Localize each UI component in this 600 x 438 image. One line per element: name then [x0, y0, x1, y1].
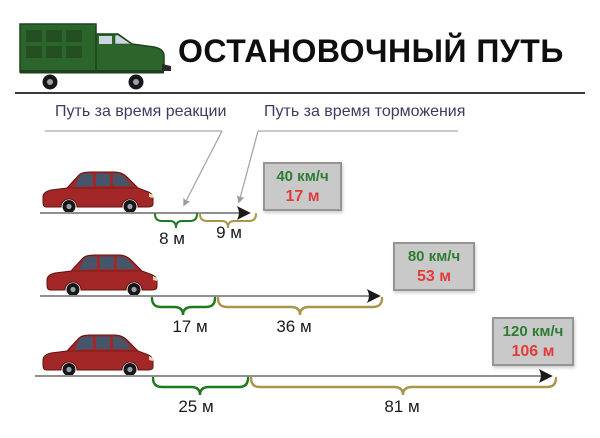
page-title: ОСТАНОВОЧНЫЙ ПУТЬ — [178, 33, 564, 69]
reaction-distance-label: 17 м — [172, 317, 208, 336]
car-icon — [42, 334, 154, 377]
braking-distance-label: 36 м — [276, 317, 312, 336]
speed-value: 120 км/ч — [502, 322, 564, 340]
reaction-leader-line — [183, 130, 223, 207]
speed-value: 40 км/ч — [276, 167, 329, 185]
truck-icon — [19, 23, 172, 91]
reaction-brace-row2 — [150, 296, 217, 316]
speed-value: 80 км/ч — [407, 247, 461, 265]
speed-box-80: 80 км/ч 53 м — [393, 242, 475, 291]
total-distance-value: 53 м — [416, 267, 452, 285]
speed-box-40: 40 км/ч 17 м — [263, 162, 342, 211]
legend-leader-lines — [45, 130, 458, 207]
car-icon — [42, 171, 154, 214]
total-distance-value: 106 м — [511, 342, 555, 360]
braking-distance-label: 81 м — [384, 397, 420, 416]
reaction-distance-label: 8 м — [159, 229, 185, 248]
braking-distance-legend: Путь за время торможения — [264, 103, 466, 120]
braking-brace-row2 — [216, 296, 384, 316]
braking-brace-row1 — [199, 213, 257, 229]
reaction-distance-label: 25 м — [178, 397, 214, 416]
braking-distance-label: 9 м — [216, 223, 242, 242]
speed-box-120: 120 км/ч 106 м — [492, 317, 574, 366]
reaction-brace-row3 — [151, 376, 250, 396]
header-divider — [15, 92, 585, 94]
reaction-brace-row1 — [154, 213, 198, 229]
reaction-distance-legend: Путь за время реакции — [55, 103, 227, 120]
total-distance-value: 17 м — [285, 187, 320, 205]
braking-brace-row3 — [249, 376, 558, 396]
braking-leader-line — [236, 130, 259, 204]
car-icon — [46, 254, 158, 297]
